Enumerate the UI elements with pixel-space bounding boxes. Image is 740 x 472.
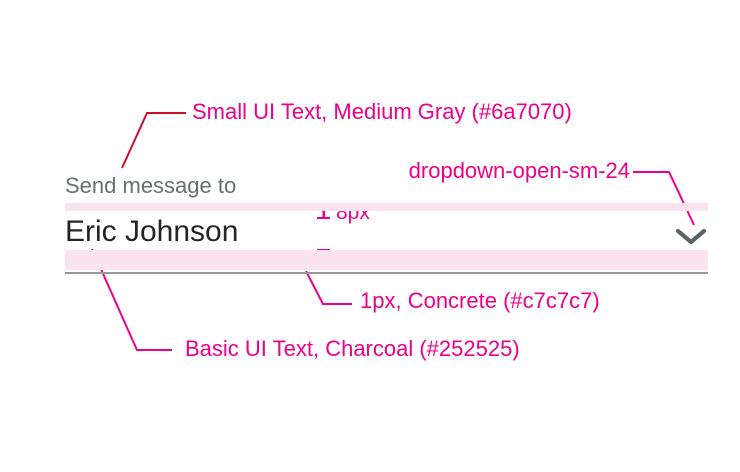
annotation-label-spec: Small UI Text, Medium Gray (#6a7070) (192, 99, 572, 124)
annotation-divider-spec: 1px, Concrete (#c7c7c7) (360, 288, 600, 313)
spacing-band-8px (65, 203, 708, 211)
field-underline (65, 272, 708, 274)
leader-line-label-spec (121, 112, 186, 169)
dropdown-selected-value[interactable]: Eric Johnson (65, 215, 239, 248)
annotation-value-spec: Basic UI Text, Charcoal (#252525) (185, 336, 520, 361)
spacing-band-10px (65, 250, 708, 270)
leader-line-divider-spec (305, 270, 352, 305)
dropdown-label: Send message to (65, 173, 237, 198)
annotation-icon-spec: dropdown-open-sm-24 (408, 158, 630, 183)
chevron-down-icon[interactable] (675, 228, 707, 246)
leader-line-icon-spec (633, 171, 695, 226)
